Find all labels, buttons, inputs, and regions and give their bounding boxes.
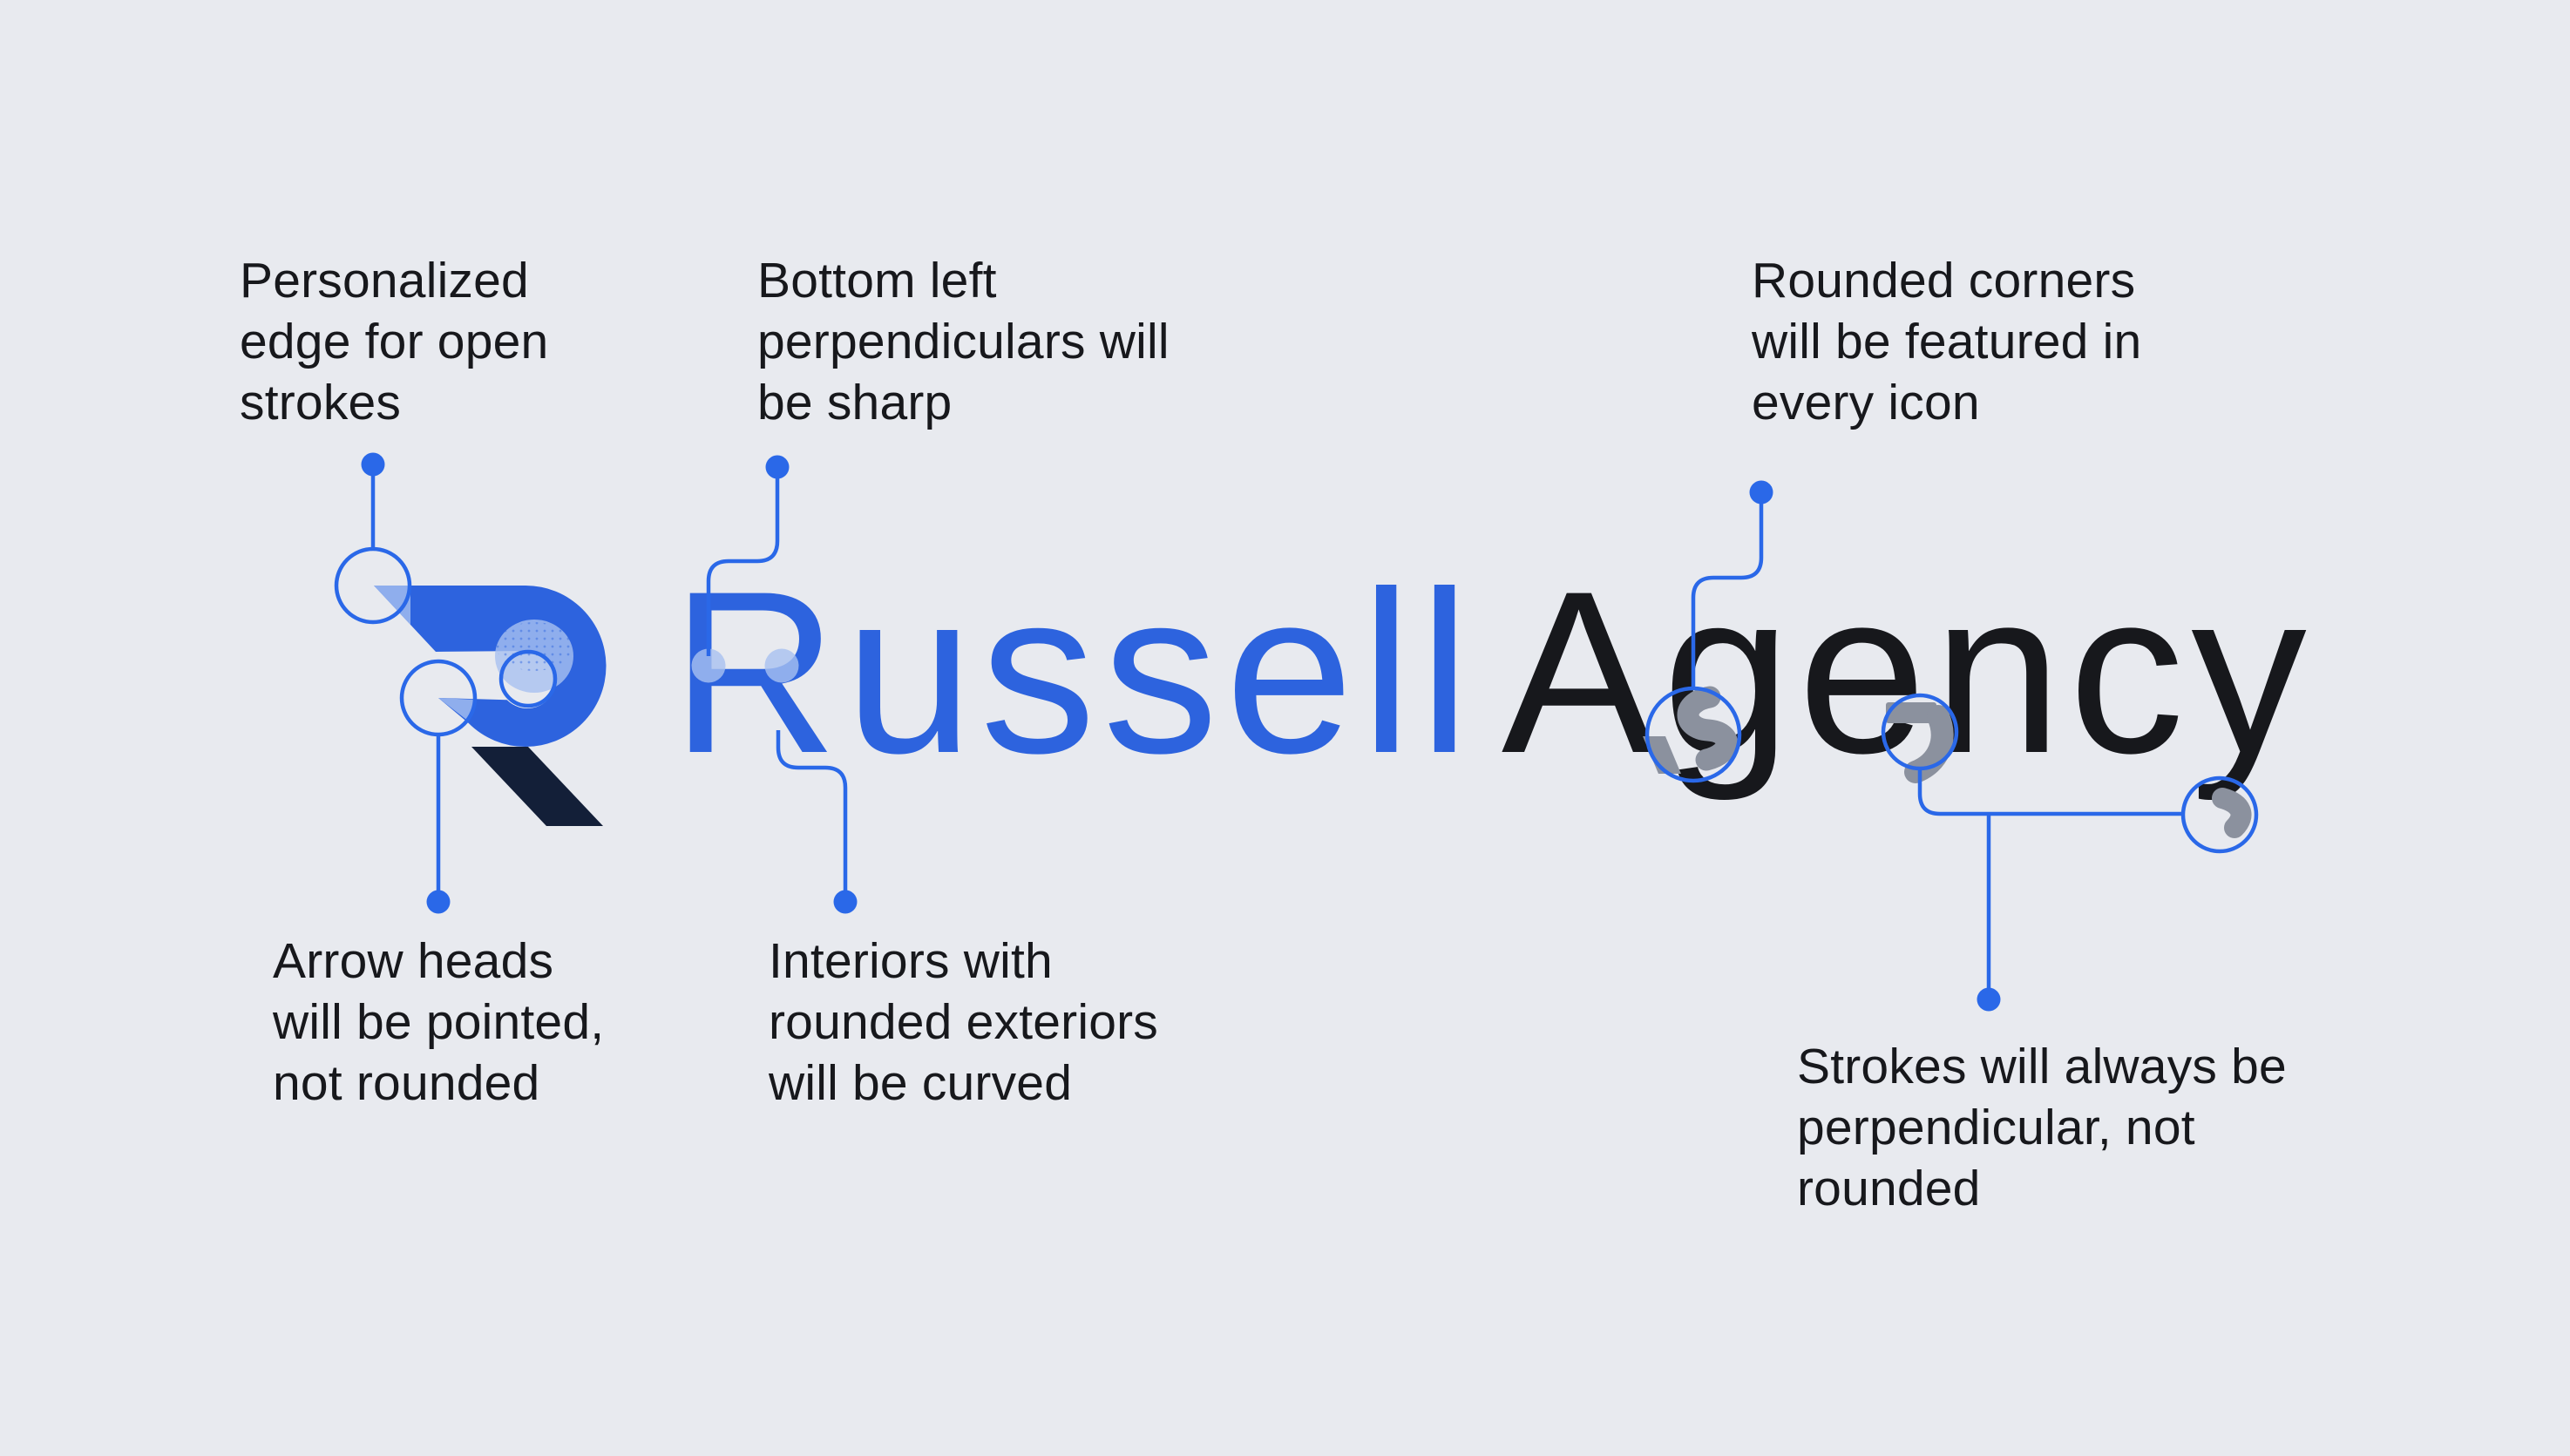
wordmark-russell: Russell [671,544,1477,802]
annotation-line: Bottom left [757,253,997,308]
letter-a-leg-gray [1643,736,1681,774]
annotation-strokes-perpendicular: Strokes will always be perpendicular, no… [1797,1036,2287,1219]
callout-dot-personalized [361,452,385,477]
letter-e-bar-gray [1886,702,1936,723]
annotation-line: perpendiculars will [757,314,1170,369]
callout-circle-interior [498,649,558,708]
annotation-line: not rounded [273,1055,540,1111]
annotation-line: strokes [240,375,402,430]
annotation-line: will be featured in [1752,314,2142,369]
wordmark-agency: Agency [1501,544,2314,802]
callout-line-rounded-corners [1691,502,1764,688]
annotation-line: Strokes will always be [1797,1039,2287,1094]
callout-dot-strokes [1977,987,2001,1012]
annotation-line: every icon [1752,375,1980,430]
logo-tip-wedge-top [374,586,410,625]
annotation-line: Arrow heads [273,933,554,989]
annotation-bottom-left-perpendiculars: Bottom left perpendiculars will be sharp [757,250,1170,433]
letter-r-highlight-right [764,648,799,683]
logo-mark [374,586,607,826]
callout-line-interiors [776,730,848,891]
letter-y-tail-gray [2212,788,2252,838]
logo-interior-dot-pattern [497,622,572,671]
annotation-line: Rounded corners [1752,253,2136,308]
letter-g-spine-gray [1677,686,1738,771]
annotation-personalized-edge: Personalized edge for open strokes [240,250,548,433]
annotation-line: Personalized [240,253,529,308]
annotation-line: rounded [1797,1161,1981,1216]
annotation-line: will be pointed, [273,994,605,1050]
annotation-rounded-corners: Rounded corners will be featured in ever… [1752,250,2141,433]
annotation-arrow-heads: Arrow heads will be pointed, not rounded [273,931,604,1114]
logo-tip-wedge-bottom [438,698,475,721]
annotation-line: edge for open [240,314,549,369]
letter-r-highlight-left [691,648,726,683]
callout-dot-arrow-heads [426,890,451,914]
annotation-line: perpendicular, not [1797,1100,2195,1155]
callout-dot-bottom-left [765,455,790,479]
annotation-line: will be curved [769,1055,1073,1111]
callout-line-e-to-y [1917,769,2183,816]
callout-line-bottom-left [706,477,780,656]
logo-mark-leg [471,747,603,826]
annotation-line: Interiors with [769,933,1053,989]
callout-dot-interiors [833,890,858,914]
annotation-line: be sharp [757,375,953,430]
annotation-line: rounded exteriors [769,994,1158,1050]
callout-dot-rounded-corners [1749,480,1773,505]
annotation-interiors: Interiors with rounded exteriors will be… [769,931,1158,1114]
